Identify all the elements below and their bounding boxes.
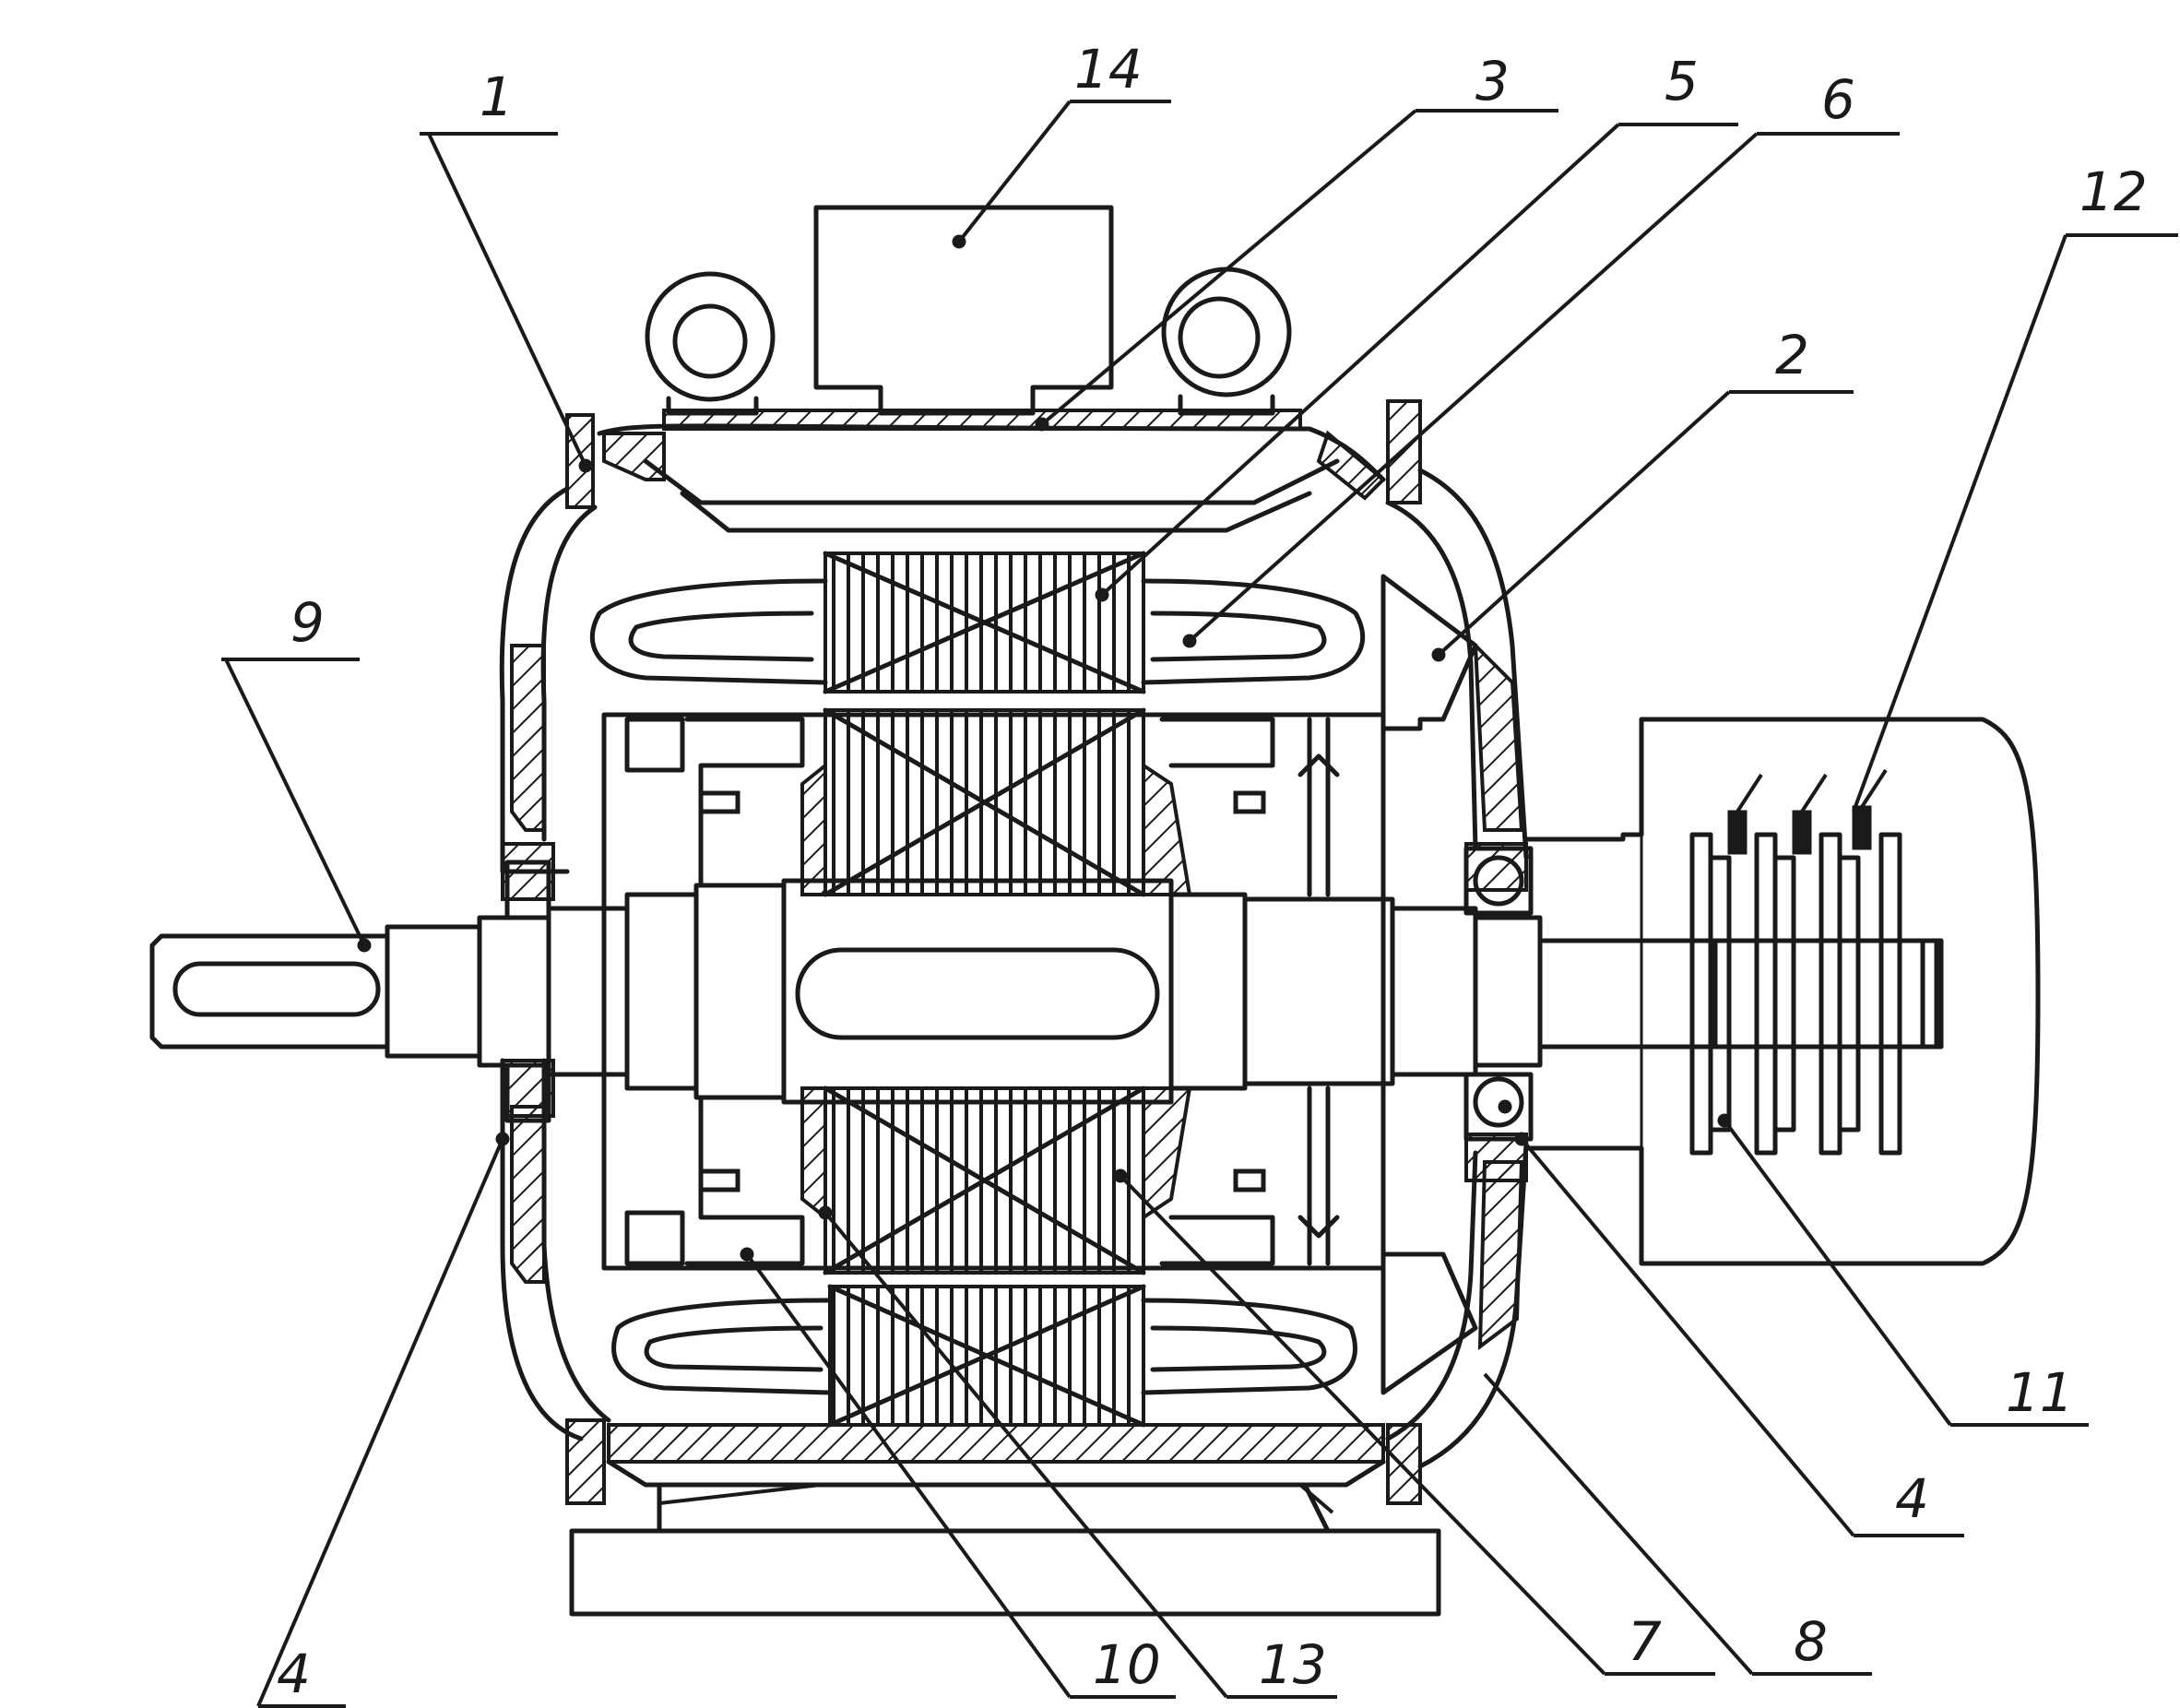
callout-2: 2 [1775,324,1809,386]
lifting-eye-left [645,271,776,416]
motor-base [569,1482,1441,1617]
slip-rings [1689,832,1944,1156]
callout-13: 13 [1259,1633,1327,1696]
rotor-core [800,707,1192,1275]
stator-core-bottom [827,1284,1146,1428]
callout-10: 10 [1093,1633,1161,1696]
lifting-eye-right [1161,267,1292,416]
rotor-shaft [149,878,1939,1105]
callout-labels: 1 14 3 5 6 12 2 9 11 4 4 10 13 7 8 [277,38,2148,1705]
callout-5: 5 [1665,50,1699,113]
flange-left [565,413,606,1505]
callout-4-right: 4 [1895,1467,1929,1530]
stator-winding-top [589,578,1366,685]
bearing-left [504,860,551,1123]
stator-winding-bottom [611,1298,1357,1395]
end-shield-left [499,486,611,1441]
callout-8: 8 [1794,1610,1828,1673]
rotor-end-rings [684,717,1340,1266]
stator-frame [597,409,1386,1488]
cooling-fan [1380,574,1478,1395]
stator-core-top [823,551,1146,694]
callout-9: 9 [290,591,325,654]
callout-12: 12 [2079,160,2148,223]
bearing-right [1463,846,1534,1142]
callout-11: 11 [2006,1361,2074,1424]
callout-6: 6 [1821,68,1855,131]
callout-14: 14 [1074,38,1143,101]
callout-4-left: 4 [277,1643,311,1705]
callout-dots [357,234,1732,1262]
callout-7: 7 [1628,1610,1662,1673]
leader-lines [221,100,2178,1708]
end-shield-right [1385,468,1529,1469]
slip-ring-brushes [1727,768,1888,855]
callout-3: 3 [1475,50,1510,113]
callout-1: 1 [480,65,514,128]
slip-ring-housing [1523,717,2041,1266]
